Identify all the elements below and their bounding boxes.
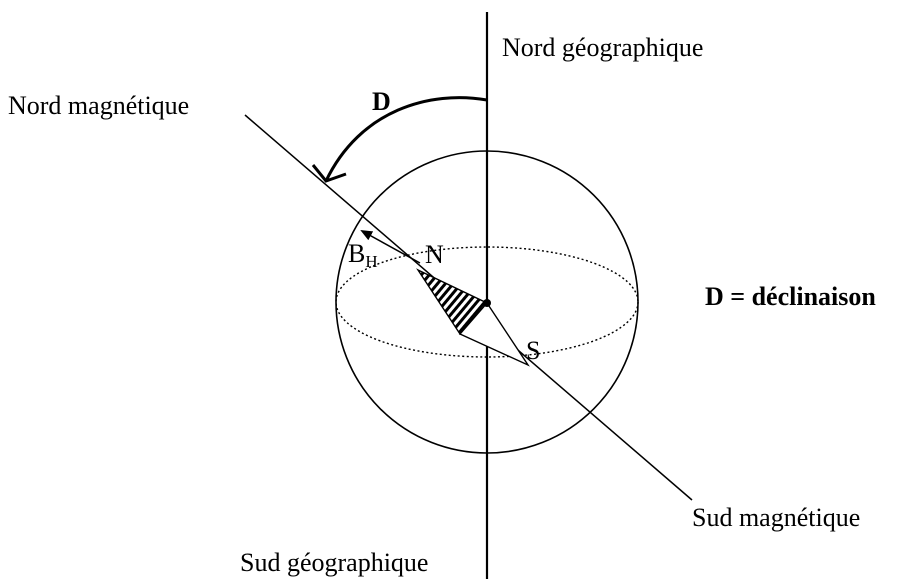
- magnetic-north-label: Nord magnétique: [8, 91, 189, 120]
- geographic-north-label: Nord géographique: [502, 33, 703, 62]
- needle-south-label: S: [526, 336, 540, 365]
- declination-symbol-label: D: [372, 87, 391, 116]
- field-vector-symbol: B: [348, 239, 365, 268]
- magnetic-south-label: Sud magnétique: [692, 503, 860, 532]
- declination-legend: D = déclinaison: [705, 282, 876, 311]
- geographic-south-label: Sud géographique: [240, 548, 428, 577]
- field-vector-subscript: H: [365, 252, 377, 271]
- declination-arc: [326, 98, 487, 181]
- field-vector-label: BH: [348, 239, 378, 271]
- globe-center-dot: [483, 299, 491, 307]
- needle-north-label: N: [425, 240, 444, 269]
